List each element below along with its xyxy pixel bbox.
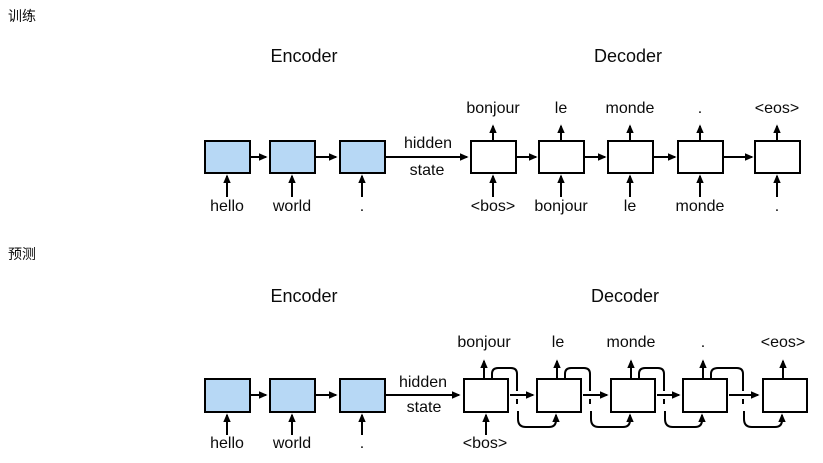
decoder-cell — [463, 378, 509, 413]
feedback-arrow-top — [491, 367, 518, 391]
decoder-title: Decoder — [594, 46, 662, 66]
decoder-output-label: monde — [607, 334, 656, 351]
feedback-arrow-top — [564, 367, 591, 391]
decoder-output-label: . — [701, 334, 705, 351]
encoder-input-label: . — [360, 435, 364, 452]
decoder-output-label: bonjour — [457, 334, 511, 351]
training-diagram: Encoder Decoder hidden state hello world… — [204, 46, 801, 215]
feedback-arrow-bottom — [590, 411, 634, 428]
decoder-cell — [536, 378, 582, 413]
decoder-output-label: . — [698, 100, 702, 117]
decoder-cell — [677, 140, 724, 174]
decoder-output-label: <eos> — [755, 100, 799, 117]
encoder-cell — [204, 378, 251, 413]
decoder-output-label: bonjour — [466, 100, 520, 117]
encoder-cell — [269, 140, 316, 174]
hidden-state-label-line2: state — [407, 399, 442, 416]
decoder-title: Decoder — [591, 286, 659, 306]
encoder-input-label: . — [360, 198, 364, 215]
decoder-cell — [754, 140, 801, 174]
decoder-input-label: <bos> — [471, 198, 515, 215]
decoder-cell — [682, 378, 728, 413]
decoder-cell — [538, 140, 585, 174]
decoder-cell — [610, 378, 656, 413]
encoder-cell — [339, 140, 386, 174]
section-label-prediction: 预测 — [8, 246, 36, 262]
hidden-state-label-line1: hidden — [399, 374, 447, 391]
encoder-cell — [339, 378, 386, 413]
decoder-cell — [762, 378, 808, 413]
decoder-output-label: <eos> — [761, 334, 805, 351]
decoder-input-label: bonjour — [534, 198, 588, 215]
decoder-input-label: monde — [676, 198, 725, 215]
decoder-output-label: le — [552, 334, 565, 351]
encoder-cell — [269, 378, 316, 413]
decoder-input-label: . — [775, 198, 779, 215]
encoder-cell — [204, 140, 251, 174]
feedback-arrow-bottom — [743, 411, 786, 428]
decoder-output-label: monde — [606, 100, 655, 117]
decoder-input-label: <bos> — [463, 435, 507, 452]
prediction-diagram: Encoder Decoder hidden state hello world… — [204, 286, 808, 452]
section-label-training: 训练 — [8, 8, 36, 24]
encoder-input-label: hello — [210, 198, 244, 215]
encoder-title: Encoder — [270, 46, 337, 66]
hidden-state-label-line2: state — [410, 162, 445, 179]
decoder-cell — [607, 140, 654, 174]
feedback-arrow-top — [638, 367, 665, 391]
encoder-input-label: world — [272, 198, 311, 215]
encoder-input-label: world — [272, 435, 311, 452]
feedback-arrow-bottom — [517, 411, 560, 428]
encoder-input-label: hello — [210, 435, 244, 452]
hidden-state-label-line1: hidden — [404, 135, 452, 152]
decoder-output-label: le — [555, 100, 568, 117]
feedback-arrow-top — [710, 367, 744, 391]
decoder-cell — [470, 140, 517, 174]
feedback-arrow-bottom — [664, 411, 706, 428]
decoder-input-label: le — [624, 198, 637, 215]
encoder-title: Encoder — [270, 286, 337, 306]
